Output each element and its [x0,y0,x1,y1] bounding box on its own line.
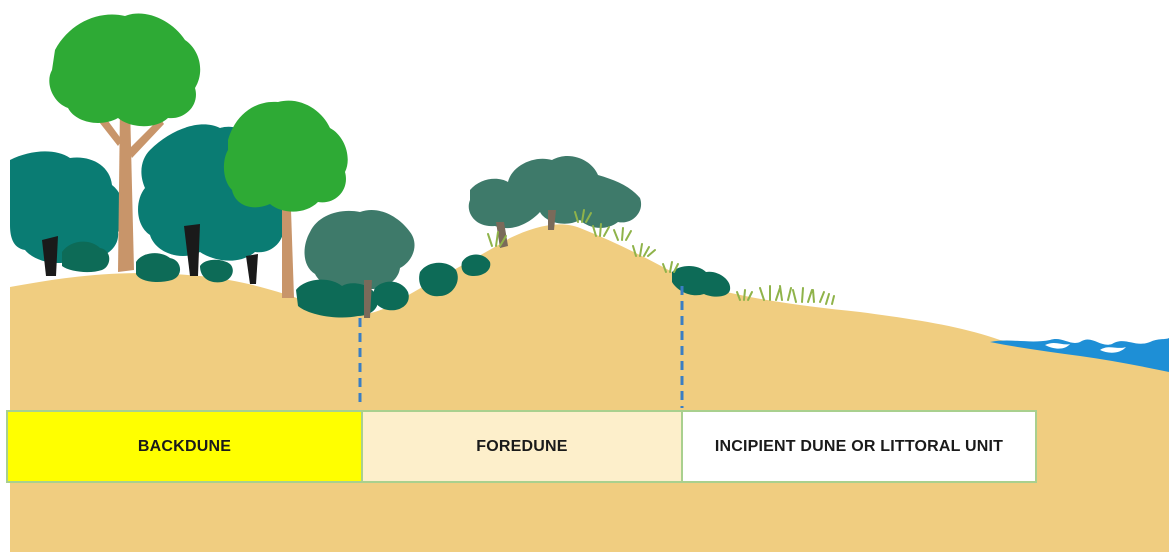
shrub-icon [304,155,642,291]
shrub-icon [62,241,731,318]
zone-label: FOREDUNE [476,437,568,455]
zone-incipient-dune: INCIPIENT DUNE OR LITTORAL UNIT [681,410,1037,483]
zone-label: INCIPIENT DUNE OR LITTORAL UNIT [714,437,1004,455]
wave-icon [990,338,1169,372]
sand-terrain [10,224,1169,552]
tree-icon [49,13,348,212]
zone-backdune: BACKDUNE [6,410,363,483]
grass-icon [487,209,835,305]
zone-boundary-line [358,286,684,408]
trunk-icon [364,210,556,318]
zone-foredune: FOREDUNE [361,410,683,483]
trunk-icon [42,224,258,284]
zone-label: BACKDUNE [137,437,232,455]
